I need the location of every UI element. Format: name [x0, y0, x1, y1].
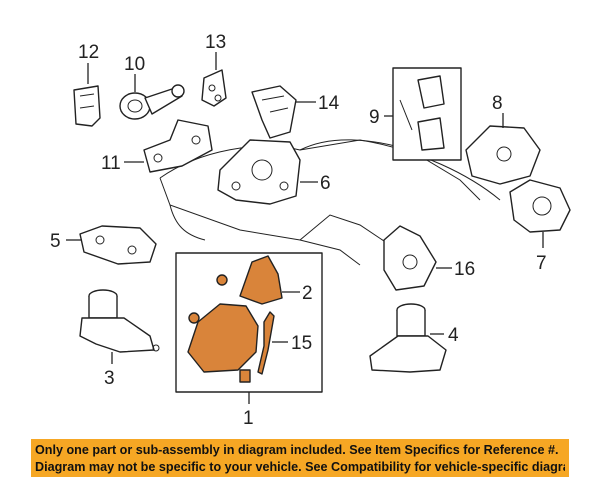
callout-13: 13 — [205, 32, 226, 53]
callout-12: 12 — [78, 42, 99, 63]
callout-7: 7 — [536, 253, 547, 274]
part-15-highlighted — [257, 311, 275, 375]
callout-10: 10 — [124, 54, 145, 75]
callout-4: 4 — [448, 325, 459, 346]
callout-2: 2 — [302, 283, 313, 304]
engine-outline — [159, 139, 501, 266]
part-1-highlighted — [187, 303, 259, 373]
callout-1: 1 — [243, 408, 254, 429]
part-13-bracket — [201, 69, 227, 107]
disclaimer-line-1: Only one part or sub-assembly in diagram… — [35, 443, 559, 457]
part-10-torque-rod — [119, 84, 185, 120]
part-2-highlighted — [239, 255, 283, 305]
callout-6: 6 — [320, 173, 331, 194]
callout-14: 14 — [318, 93, 340, 114]
callout-9: 9 — [369, 107, 380, 128]
parts-diagram: 12 10 13 14 11 6 — [50, 32, 571, 429]
part-6-mount-bracket — [217, 139, 301, 205]
callout-3: 3 — [104, 368, 115, 389]
callout-16: 16 — [454, 259, 475, 280]
part-11-bracket — [143, 119, 213, 173]
part-7-bracket — [509, 179, 571, 233]
disclaimer-banner: Only one part or sub-assembly in diagram… — [31, 439, 569, 477]
callout-11: 11 — [101, 153, 121, 174]
callout-5: 5 — [50, 231, 61, 252]
part-9-set — [392, 67, 462, 161]
part-4-engine-mount — [369, 303, 447, 373]
part-3-engine-mount — [79, 289, 160, 353]
part-1-assembly-box — [175, 252, 323, 393]
part-5-bracket — [79, 225, 157, 265]
part-14-bracket — [251, 85, 297, 139]
part-8-bracket — [465, 125, 541, 185]
callout-15: 15 — [291, 333, 312, 354]
part-12-bracket — [73, 85, 101, 127]
part-16-bracket — [383, 225, 437, 291]
disclaimer-line-2: Diagram may not be specific to your vehi… — [35, 459, 565, 474]
callout-8: 8 — [492, 93, 503, 114]
